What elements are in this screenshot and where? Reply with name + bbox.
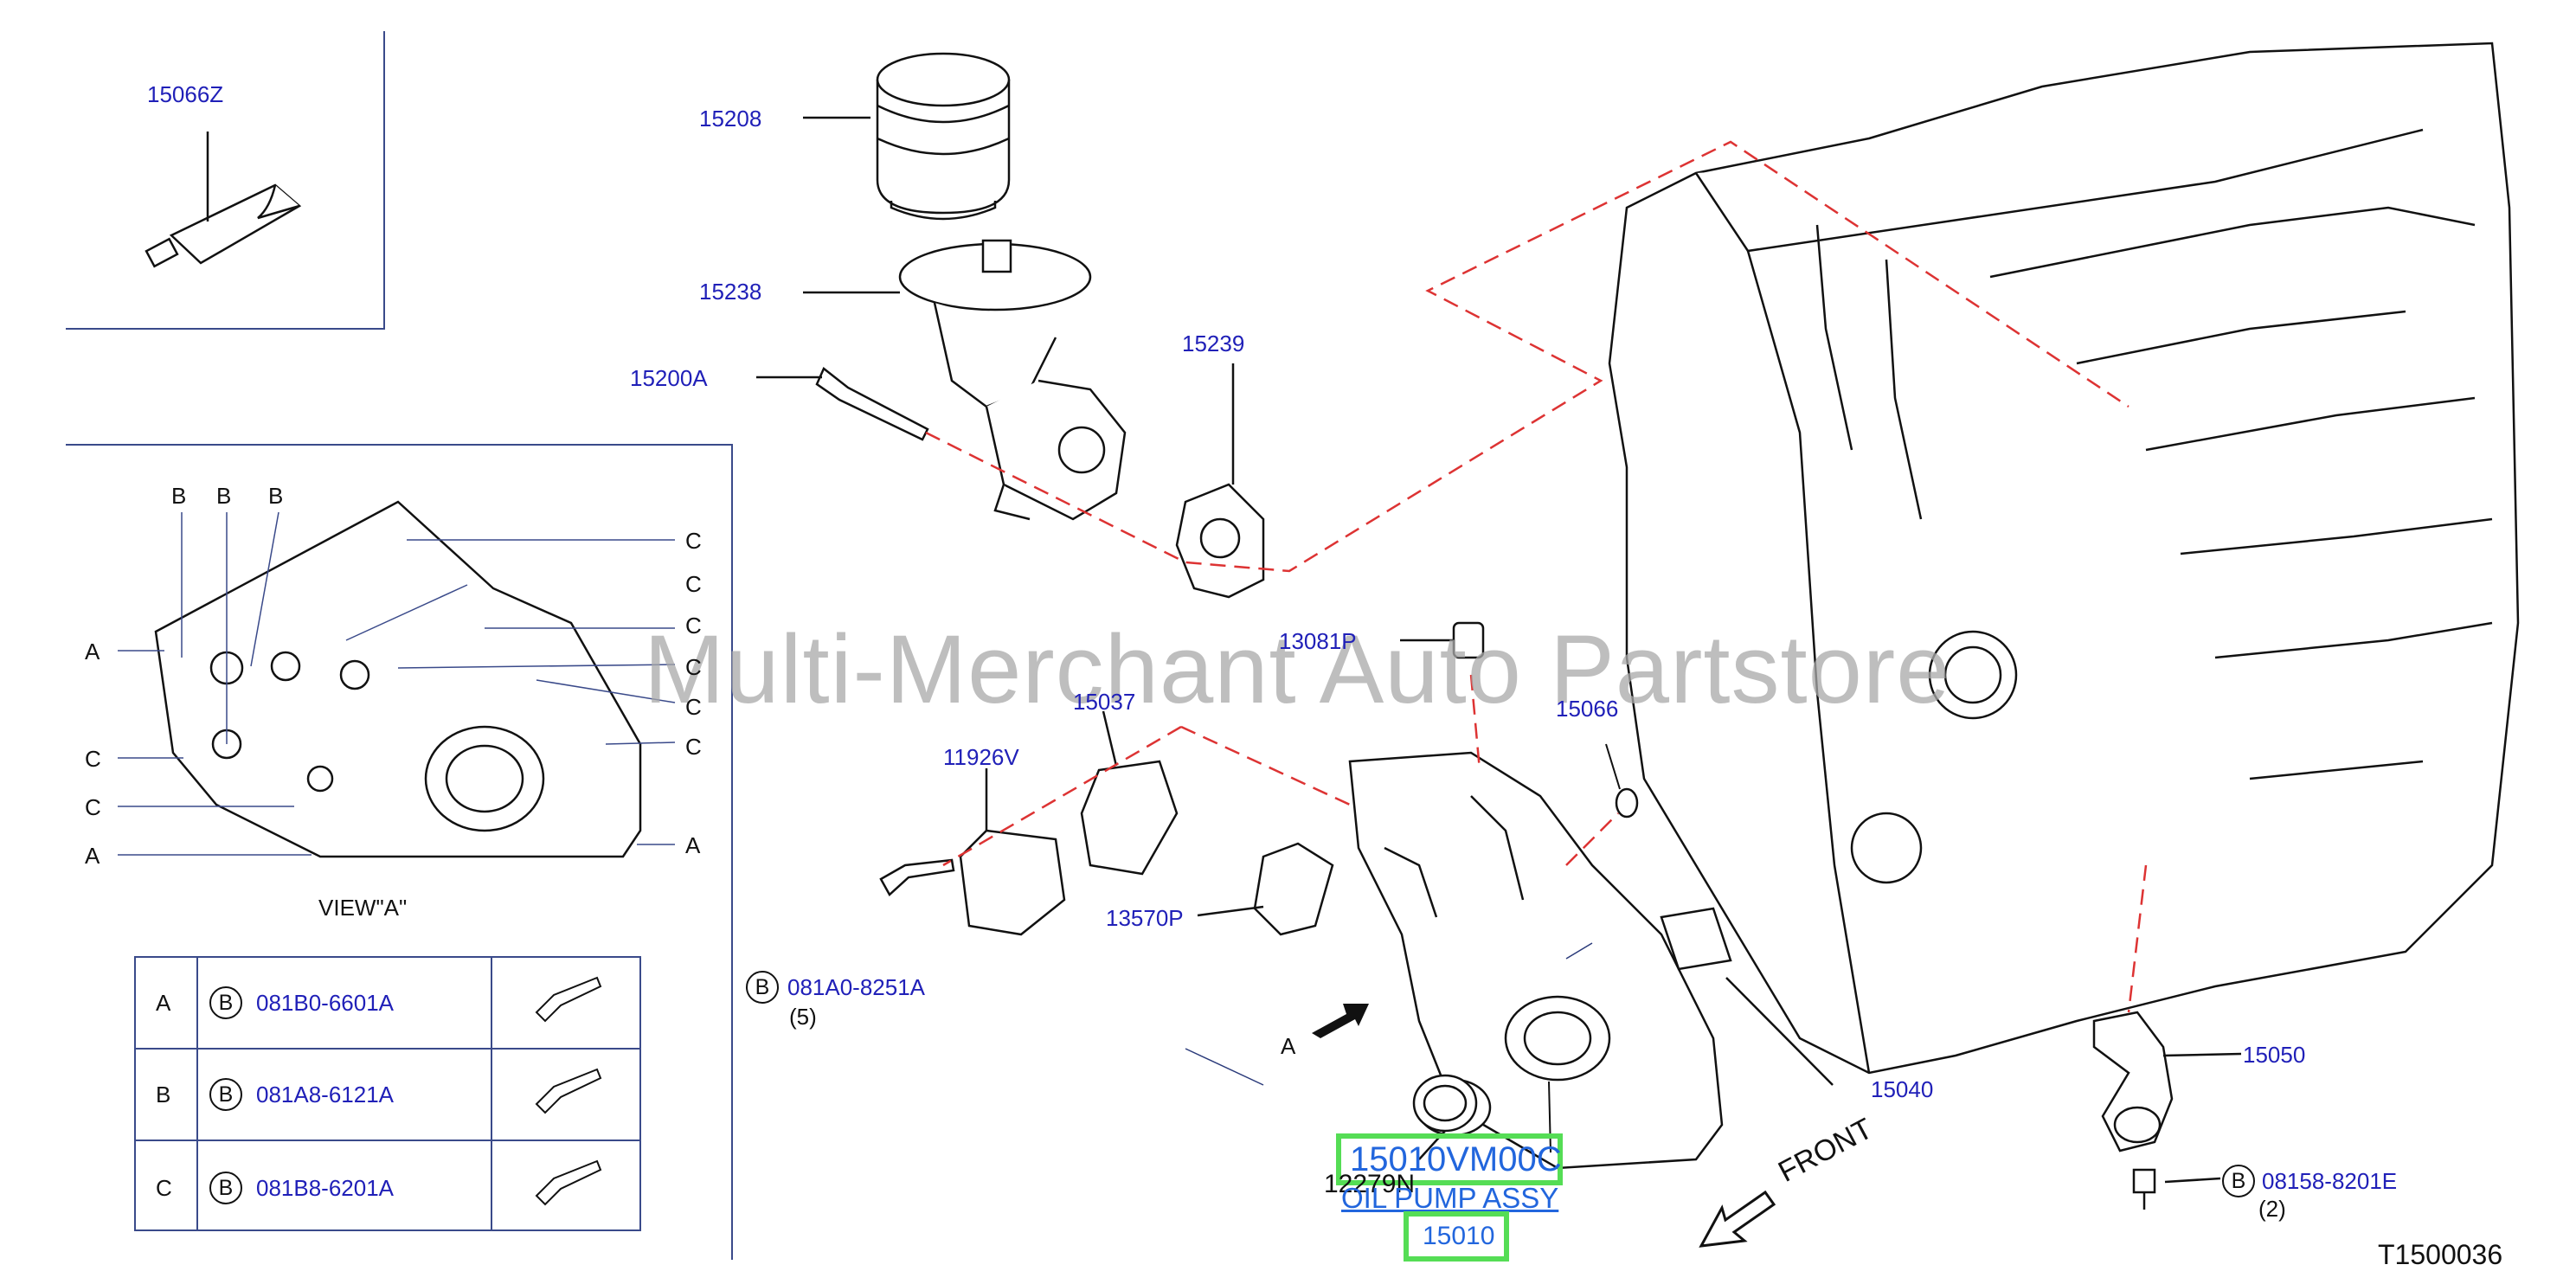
part-label-13081p[interactable]: 13081P xyxy=(1279,628,1357,654)
view-a-leader-lines xyxy=(118,511,676,856)
circle-b-badge: B xyxy=(209,986,242,1019)
part-label-15238[interactable]: 15238 xyxy=(699,279,762,305)
part-label-15066[interactable]: 15066 xyxy=(1556,696,1619,722)
table-key-c: C xyxy=(156,1175,172,1201)
oil-cooler-drawing xyxy=(803,239,1127,521)
qty-081a0: (5) xyxy=(789,1004,817,1030)
sensor-11926v-drawing xyxy=(959,768,1066,936)
view-letter-a: A xyxy=(685,832,701,858)
overlap-code: 12279N xyxy=(1324,1170,1416,1198)
o-ring-15066-drawing xyxy=(1615,787,1639,819)
table-key-b: B xyxy=(156,1082,171,1107)
seal-drawing xyxy=(1412,1074,1478,1160)
gasket-15037-drawing xyxy=(1080,710,1179,876)
bolt-08158-drawing xyxy=(2132,1168,2221,1210)
highlight-box-ref-code xyxy=(1404,1211,1509,1262)
panel-borders xyxy=(66,31,733,1260)
part-label-15040[interactable]: 15040 xyxy=(1871,1076,1934,1102)
strainer-15050-drawing xyxy=(2092,1011,2242,1152)
arrow-a-label: A xyxy=(1281,1033,1296,1059)
dashed-reference-lines xyxy=(925,140,2148,1013)
view-letter-b: B xyxy=(268,483,284,509)
oil-pump-assy-link[interactable]: OIL PUMP ASSY xyxy=(1341,1182,1559,1214)
gasket-15239-drawing xyxy=(1175,363,1265,599)
front-arrow xyxy=(1699,1190,1776,1248)
spacer-15040-drawing xyxy=(1660,907,1834,1086)
highlight-part-number[interactable]: 15010VM00C xyxy=(1350,1140,1562,1178)
bolt-081a0-drawing xyxy=(879,858,955,896)
view-letter-c: C xyxy=(685,571,702,597)
view-letter-c: C xyxy=(685,694,702,720)
highlight-box-part-number xyxy=(1336,1133,1563,1185)
qty-08158: (2) xyxy=(2258,1196,2286,1222)
part-label-15037[interactable]: 15037 xyxy=(1073,689,1136,715)
plug-13081p-drawing xyxy=(1400,621,1485,659)
circle-b-badge: B xyxy=(209,1172,242,1204)
circle-b-badge: B xyxy=(746,971,779,1004)
part-label-15239[interactable]: 15239 xyxy=(1182,331,1245,356)
part-label-08158-8201e[interactable]: 08158-8201E xyxy=(2262,1168,2398,1194)
view-a-cover-drawing xyxy=(154,500,642,858)
table-part-081b8-6201a[interactable]: 081B8-6201A xyxy=(256,1175,395,1201)
part-label-15200a[interactable]: 15200A xyxy=(630,365,708,391)
bolt-table-grid xyxy=(134,956,641,1231)
part-label-15208[interactable]: 15208 xyxy=(699,106,762,132)
circle-b-badge: B xyxy=(209,1078,242,1111)
oil-filter-drawing xyxy=(803,52,1011,221)
part-label-081a0-8251a[interactable]: 081A0-8251A xyxy=(787,974,926,1000)
part-label-13570p[interactable]: 13570P xyxy=(1106,905,1184,931)
table-part-081a8-6121a[interactable]: 081A8-6121A xyxy=(256,1082,395,1107)
view-letter-b: B xyxy=(171,483,187,509)
part-label-15050[interactable]: 15050 xyxy=(2243,1042,2306,1068)
view-letter-b: B xyxy=(216,483,232,509)
view-letter-c: C xyxy=(85,746,101,772)
diagram-code: T1500036 xyxy=(2378,1239,2503,1270)
gasket-13570p-drawing xyxy=(1197,842,1334,936)
part-label-15066z[interactable]: 15066Z xyxy=(147,81,224,107)
highlight-ref-code[interactable]: 15010 xyxy=(1423,1222,1495,1250)
view-letter-c: C xyxy=(685,734,702,760)
view-letter-c: C xyxy=(85,794,101,820)
table-key-a: A xyxy=(156,990,171,1016)
table-part-081b0-6601a[interactable]: 081B0-6601A xyxy=(256,990,395,1016)
engine-block-drawing xyxy=(1608,42,2520,1075)
sealant-tube-drawing xyxy=(145,132,302,268)
view-letter-a: A xyxy=(85,843,100,869)
view-letter-c: C xyxy=(685,654,702,680)
view-letter-c: C xyxy=(685,613,702,639)
bolt-15200a-drawing xyxy=(756,367,929,441)
direction-arrow-a xyxy=(1312,1004,1369,1038)
view-letter-c: C xyxy=(685,528,702,554)
view-letter-a: A xyxy=(85,639,100,664)
circle-b-badge: B xyxy=(2222,1165,2255,1197)
watermark-text: Multi-Merchant Auto Partstore xyxy=(644,615,1951,723)
bolt-icons xyxy=(535,976,602,1206)
part-label-11926v[interactable]: 11926V xyxy=(943,744,1019,770)
view-a-caption: VIEW"A" xyxy=(318,895,408,921)
